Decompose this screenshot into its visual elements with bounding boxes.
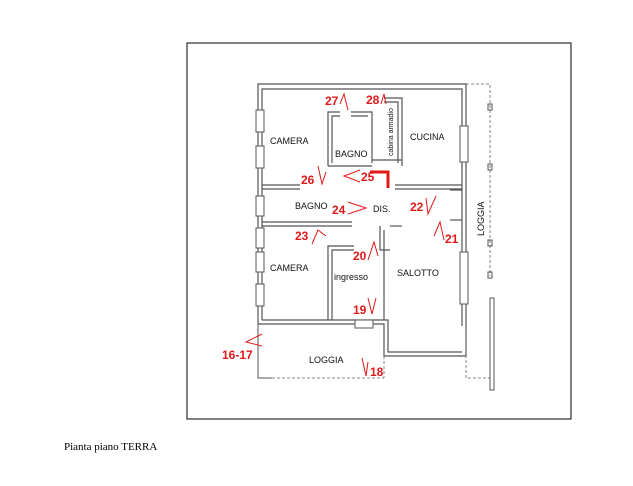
room-salotto: SALOTTO <box>397 268 439 278</box>
marker-28: 28 <box>366 93 380 107</box>
room-bagno-top: BAGNO <box>335 149 368 159</box>
room-cucina: CUCINA <box>410 132 445 142</box>
room-ingresso: ingresso <box>334 272 368 282</box>
room-dis: DIS. <box>373 204 391 214</box>
plan-caption: Pianta piano TERRA <box>64 441 158 453</box>
marker-27: 27 <box>325 94 339 108</box>
marker-24: 24 <box>332 203 346 217</box>
marker-18: 18 <box>370 365 384 379</box>
marker-16-17: 16-17 <box>222 348 253 362</box>
room-bagno-mid: BAGNO <box>295 201 328 211</box>
marker-21: 21 <box>445 232 459 246</box>
interior-walls <box>262 97 462 320</box>
room-loggia-bottom: LOGGIA <box>309 355 344 365</box>
room-camera-top: CAMERA <box>270 136 309 146</box>
viewpoint-markers: 27 28 26 25 24 23 22 21 20 19 18 16-17 <box>222 92 459 379</box>
windows <box>255 109 469 329</box>
loggia-solid <box>257 103 495 391</box>
room-camera-bottom: CAMERA <box>270 263 309 273</box>
plan-frame <box>186 42 572 420</box>
marker-23: 23 <box>295 229 309 243</box>
marker-26: 26 <box>301 173 315 187</box>
loggia-outlines <box>272 83 491 379</box>
marker-19: 19 <box>353 303 367 317</box>
marker-22: 22 <box>410 200 424 214</box>
highlight-wall <box>370 170 390 188</box>
marker-25: 25 <box>361 170 375 184</box>
room-loggia-right: LOGGIA <box>476 201 486 236</box>
marker-20: 20 <box>353 249 367 263</box>
room-cabina-armadio: cabina armadio <box>388 108 395 156</box>
